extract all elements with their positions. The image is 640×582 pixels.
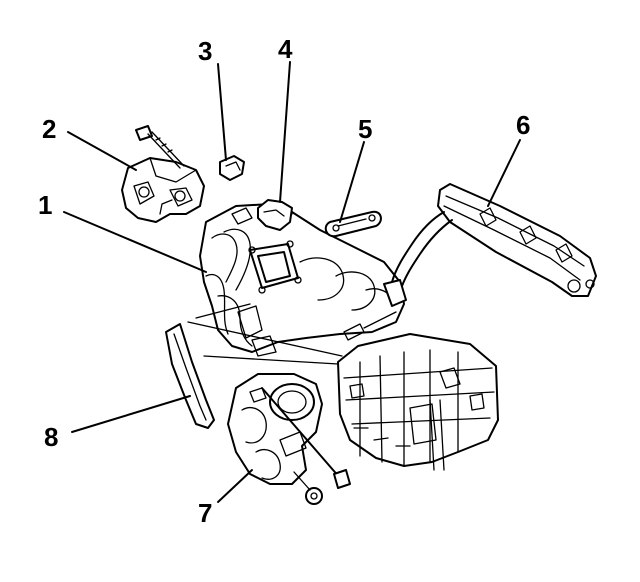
- part-1-intake-manifold: [199, 203, 405, 357]
- callout-1: 1: [38, 190, 52, 220]
- part-3-clip: [219, 155, 245, 181]
- callout-7: 7: [198, 498, 212, 528]
- part-6-fuel-rail: [383, 183, 597, 307]
- leader-line-8: [71, 395, 191, 433]
- part-8-gasket: [165, 323, 215, 429]
- leader-line-1: [63, 211, 207, 273]
- callout-5: 5: [358, 114, 372, 144]
- leader-line-3: [217, 63, 227, 161]
- leader-line-4: [279, 61, 291, 203]
- leader-line-7: [217, 469, 253, 503]
- part-5-gasket: [324, 210, 382, 238]
- callout-8: 8: [44, 422, 58, 452]
- callout-6: 6: [516, 110, 530, 140]
- part-2-bracket: [121, 157, 205, 223]
- callout-3: 3: [198, 36, 212, 66]
- callout-labels: 1 2 3 4 5 6 7 8: [38, 34, 530, 528]
- mounting-plane-lines: [187, 303, 343, 365]
- leader-lines: [63, 61, 521, 503]
- leader-line-6: [487, 139, 521, 207]
- part-7-throttle-body: [227, 373, 351, 505]
- leader-line-2: [67, 131, 137, 171]
- callout-2: 2: [42, 114, 56, 144]
- engine-block: [337, 333, 499, 471]
- part-4-bracket: [257, 199, 293, 231]
- callout-4: 4: [278, 34, 293, 64]
- mounting-bolt-icon: [135, 125, 185, 169]
- leader-line-5: [339, 141, 365, 223]
